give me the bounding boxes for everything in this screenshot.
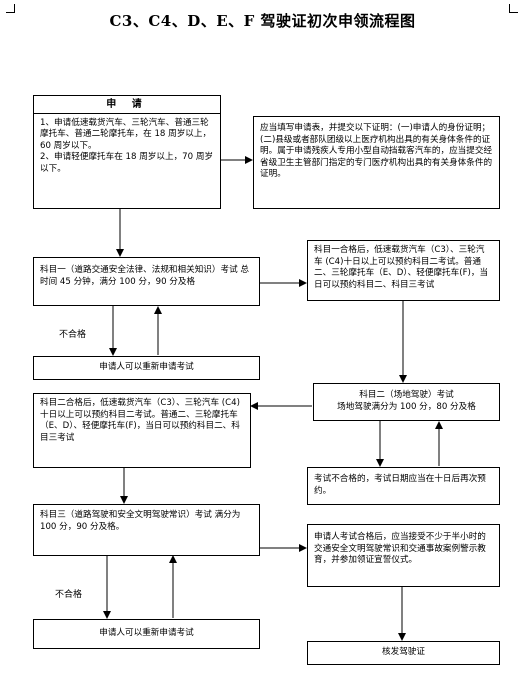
subject3-exam-box: 科目三（道路驾驶和安全文明驾驶常识）考试 满分为 100 分，90 分及格。 xyxy=(33,504,260,556)
apply-line-2: 2、申请轻便摩托车在 18 周岁以上，70 周岁以下。 xyxy=(40,152,214,174)
apply-box: 申 请 1、申请低速载货汽车、三轮汽车、普通三轮摩托车、普通二轮摩托车，在 18… xyxy=(33,95,221,209)
subject1-fail-label: 不合格 xyxy=(59,330,87,340)
subject1-pass-text: 科目一合格后，低速载货汽车（C3）、三轮汽车 (C4)十日以上可以预约科目二考试… xyxy=(314,245,489,290)
retry1-box: 申请人可以重新申请考试 xyxy=(33,356,260,380)
retry1-text: 申请人可以重新申请考试 xyxy=(99,362,194,373)
subject2-fail-text: 考试不合格的，考试日期应当在十日后再次预约。 xyxy=(314,474,486,496)
subject1-exam-box: 科目一（道路交通安全法律、法规和相关知识）考试 总时间 45 分钟，满分 100… xyxy=(33,257,260,306)
issue-license-text: 核发驾驶证 xyxy=(382,647,425,658)
subject2-exam-line-1: 科目二（场地驾驶）考试 xyxy=(359,390,454,400)
safety-education-text: 申请人考试合格后，应当接受不少于半小时的交通安全文明驾驶常识和交通事故案例警示教… xyxy=(314,532,486,565)
subject3-fail-label: 不合格 xyxy=(55,590,83,600)
proof-requirements-text: 应当填写申请表，并提交以下证明：(一)申请人的身份证明；(二)县级或者部队团级以… xyxy=(260,123,493,179)
safety-education-box: 申请人考试合格后，应当接受不少于半小时的交通安全文明驾驶常识和交通事故案例警示教… xyxy=(307,524,500,587)
proof-requirements-box: 应当填写申请表，并提交以下证明：(一)申请人的身份证明；(二)县级或者部队团级以… xyxy=(253,116,500,209)
crop-mark-top-right xyxy=(509,4,518,13)
subject2-exam-line-2: 场地驾驶满分为 100 分，80 分及格 xyxy=(337,401,476,412)
subject1-exam-text: 科目一（道路交通安全法律、法规和相关知识）考试 总时间 45 分钟，满分 100… xyxy=(40,265,249,287)
crop-mark-top-left xyxy=(6,4,15,13)
retry3-text: 申请人可以重新申请考试 xyxy=(99,628,194,639)
subject3-exam-text: 科目三（道路驾驶和安全文明驾驶常识）考试 满分为 100 分，90 分及格。 xyxy=(40,510,241,532)
subject1-pass-box: 科目一合格后，低速载货汽车（C3）、三轮汽车 (C4)十日以上可以预约科目二考试… xyxy=(307,240,500,301)
subject2-pass-box: 科目二合格后，低速载货汽车（C3）、三轮汽车 (C4)十日以上可以预约科目二考试… xyxy=(33,393,251,468)
apply-line-1: 1、申请低速载货汽车、三轮汽车、普通三轮摩托车、普通二轮摩托车，在 18 周岁以… xyxy=(40,117,212,151)
apply-heading: 申 请 xyxy=(34,96,220,114)
subject2-fail-box: 考试不合格的，考试日期应当在十日后再次预约。 xyxy=(307,467,500,505)
page-title: C3、C4、D、E、F 驾驶证初次申领流程图 xyxy=(109,12,416,30)
retry3-box: 申请人可以重新申请考试 xyxy=(33,619,260,649)
subject2-pass-text: 科目二合格后，低速载货汽车（C3）、三轮汽车 (C4)十日以上可以预约科目二考试… xyxy=(40,398,240,443)
issue-license-box: 核发驾驶证 xyxy=(307,641,500,665)
subject2-exam-box: 科目二（场地驾驶）考试 场地驾驶满分为 100 分，80 分及格 xyxy=(313,383,500,421)
